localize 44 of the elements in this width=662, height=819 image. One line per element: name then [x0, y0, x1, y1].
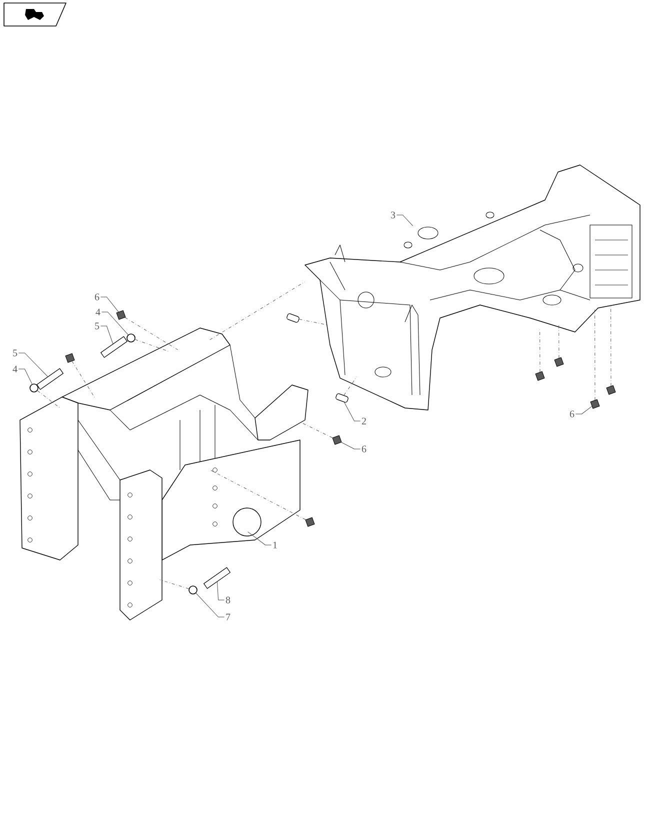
leader-line [216, 582, 225, 600]
alignment-line [558, 324, 560, 358]
alignment-line [344, 376, 358, 396]
alignment-line [124, 317, 178, 350]
callout-number: 6 [94, 294, 100, 300]
nut-drawing [305, 517, 315, 527]
frame-drawing [304, 164, 640, 410]
leader-line [100, 326, 114, 344]
callout-number: 2 [362, 418, 366, 424]
leader-line [101, 312, 128, 335]
nut-drawing [590, 399, 600, 409]
nut-drawing [332, 435, 342, 445]
alignment-line [37, 390, 60, 408]
alignment-line [302, 422, 333, 438]
leader-line [18, 352, 48, 377]
nut-drawing [535, 371, 545, 381]
callout-number: 4 [12, 366, 18, 372]
alignment-line [160, 580, 190, 589]
nut-drawing [606, 385, 616, 395]
housing-drawing [20, 328, 308, 620]
callout-number: 6 [570, 410, 574, 418]
callout-number: 6 [362, 446, 366, 452]
nut-drawing [116, 310, 126, 320]
leader-line [248, 532, 272, 546]
callout-number: 5 [95, 322, 100, 330]
callout-number: 3 [391, 212, 396, 218]
pin-drawing [336, 393, 348, 403]
alignment-line [594, 310, 596, 400]
alignment-line [210, 470, 306, 520]
alignment-line [610, 304, 612, 386]
leader-line [100, 296, 119, 312]
pin-drawing [286, 313, 300, 323]
leader-line [18, 368, 32, 384]
alignment-line [72, 361, 96, 398]
leader-line [575, 406, 592, 414]
callout-number: 5 [13, 350, 18, 356]
alignment-line [210, 282, 306, 340]
nut-drawing [554, 357, 564, 367]
leader-line [196, 592, 225, 618]
alignment-line [134, 339, 170, 352]
callout-number: 4 [96, 308, 100, 316]
leader-line [396, 214, 414, 226]
leader-line [341, 442, 361, 450]
leader-line [344, 402, 361, 422]
